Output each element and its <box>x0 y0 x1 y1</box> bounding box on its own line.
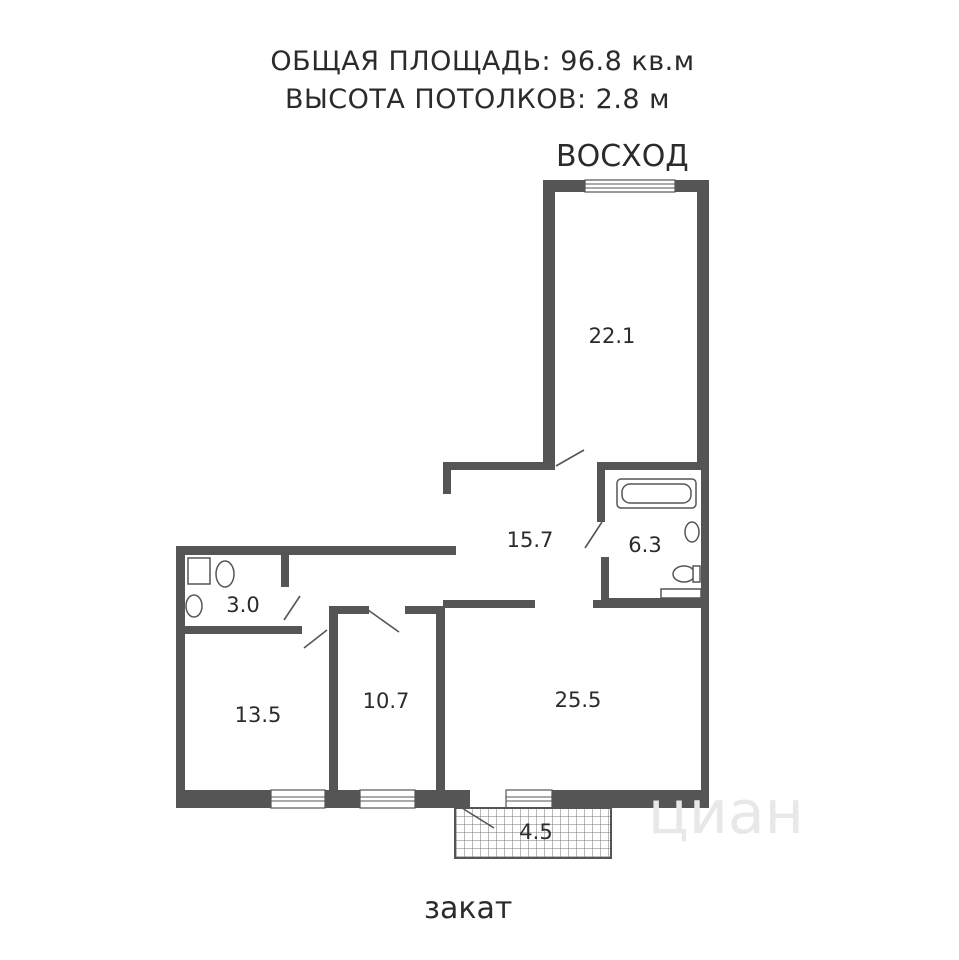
toilet-icon <box>672 565 701 583</box>
washer-icon <box>660 588 702 599</box>
direction-west-label: закат <box>424 891 513 926</box>
window-bottom-middle <box>359 789 416 809</box>
balcony <box>454 807 612 859</box>
hallway-walls <box>443 462 709 802</box>
window-bottom-living <box>505 789 553 809</box>
doors <box>283 449 603 829</box>
room-area-bedroom-top: 22.1 <box>589 324 636 348</box>
direction-east-label: ВОСХОД <box>556 139 689 174</box>
total-area-title: ОБЩАЯ ПЛОЩАДЬ: 96.8 кв.м <box>270 46 695 77</box>
room-area-hallway: 15.7 <box>507 528 554 552</box>
ceiling-height-title: ВЫСОТА ПОТОЛКОВ: 2.8 м <box>284 84 671 115</box>
sink-icon <box>684 521 700 543</box>
bedroom-top-walls <box>543 180 709 465</box>
left-block-walls <box>176 546 709 808</box>
bottom-walls <box>176 790 709 808</box>
room-area-living-room: 25.5 <box>555 688 602 712</box>
room-area-middle-room: 10.7 <box>363 689 410 713</box>
room-area-toilet: 3.0 <box>226 593 259 617</box>
watermark-logo: циан <box>648 778 804 848</box>
bathtub-icon <box>616 478 697 509</box>
window-bottom-left <box>270 789 326 809</box>
room-area-balcony: 4.5 <box>519 820 552 844</box>
room-area-left-room: 13.5 <box>235 703 282 727</box>
window-top <box>584 179 676 193</box>
wc-fixtures <box>185 557 235 618</box>
room-area-bathroom: 6.3 <box>628 533 661 557</box>
